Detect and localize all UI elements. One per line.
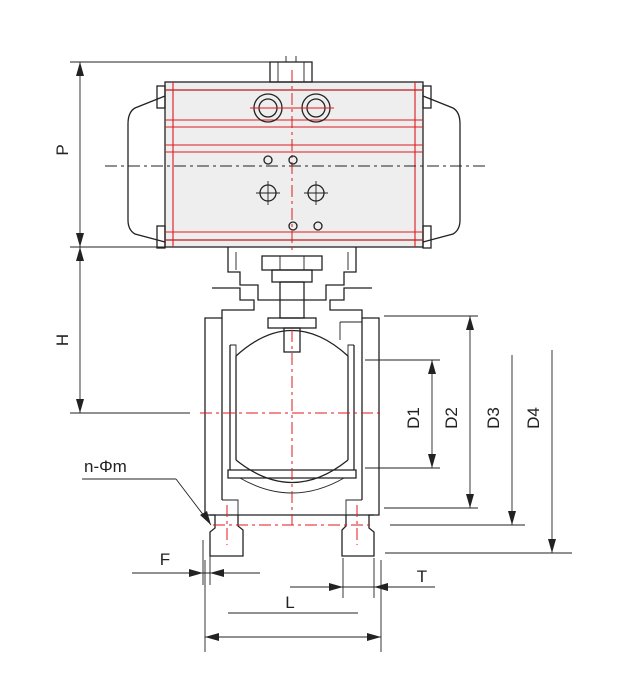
label-d2: D2 (442, 407, 461, 429)
dimension-d2: D2 (384, 315, 478, 509)
dimension-f: F (132, 540, 260, 585)
label-d1: D1 (404, 407, 423, 429)
dimension-d1: D1 (365, 359, 440, 469)
label-f: F (160, 550, 170, 569)
dimension-l: L (228, 593, 358, 614)
dimension-overall-length (204, 560, 382, 652)
label-l: L (285, 593, 294, 612)
label-d3: D3 (484, 407, 503, 429)
valve-body (200, 287, 384, 557)
label-p: P (53, 144, 72, 155)
dimension-d3: D3 (390, 355, 525, 526)
label-t: T (417, 567, 427, 586)
dimension-t: T (290, 558, 435, 598)
label-n-phi-m: n-Φm (84, 457, 127, 476)
dimension-d4: D4 (385, 350, 572, 554)
callout-n-phi-m: n-Φm (82, 457, 212, 526)
mounting-bracket (227, 247, 357, 353)
dimension-p: P (53, 61, 270, 248)
dimension-h: H (53, 247, 190, 414)
label-d4: D4 (524, 407, 543, 429)
label-h: H (53, 334, 72, 346)
pneumatic-actuator (105, 56, 485, 250)
